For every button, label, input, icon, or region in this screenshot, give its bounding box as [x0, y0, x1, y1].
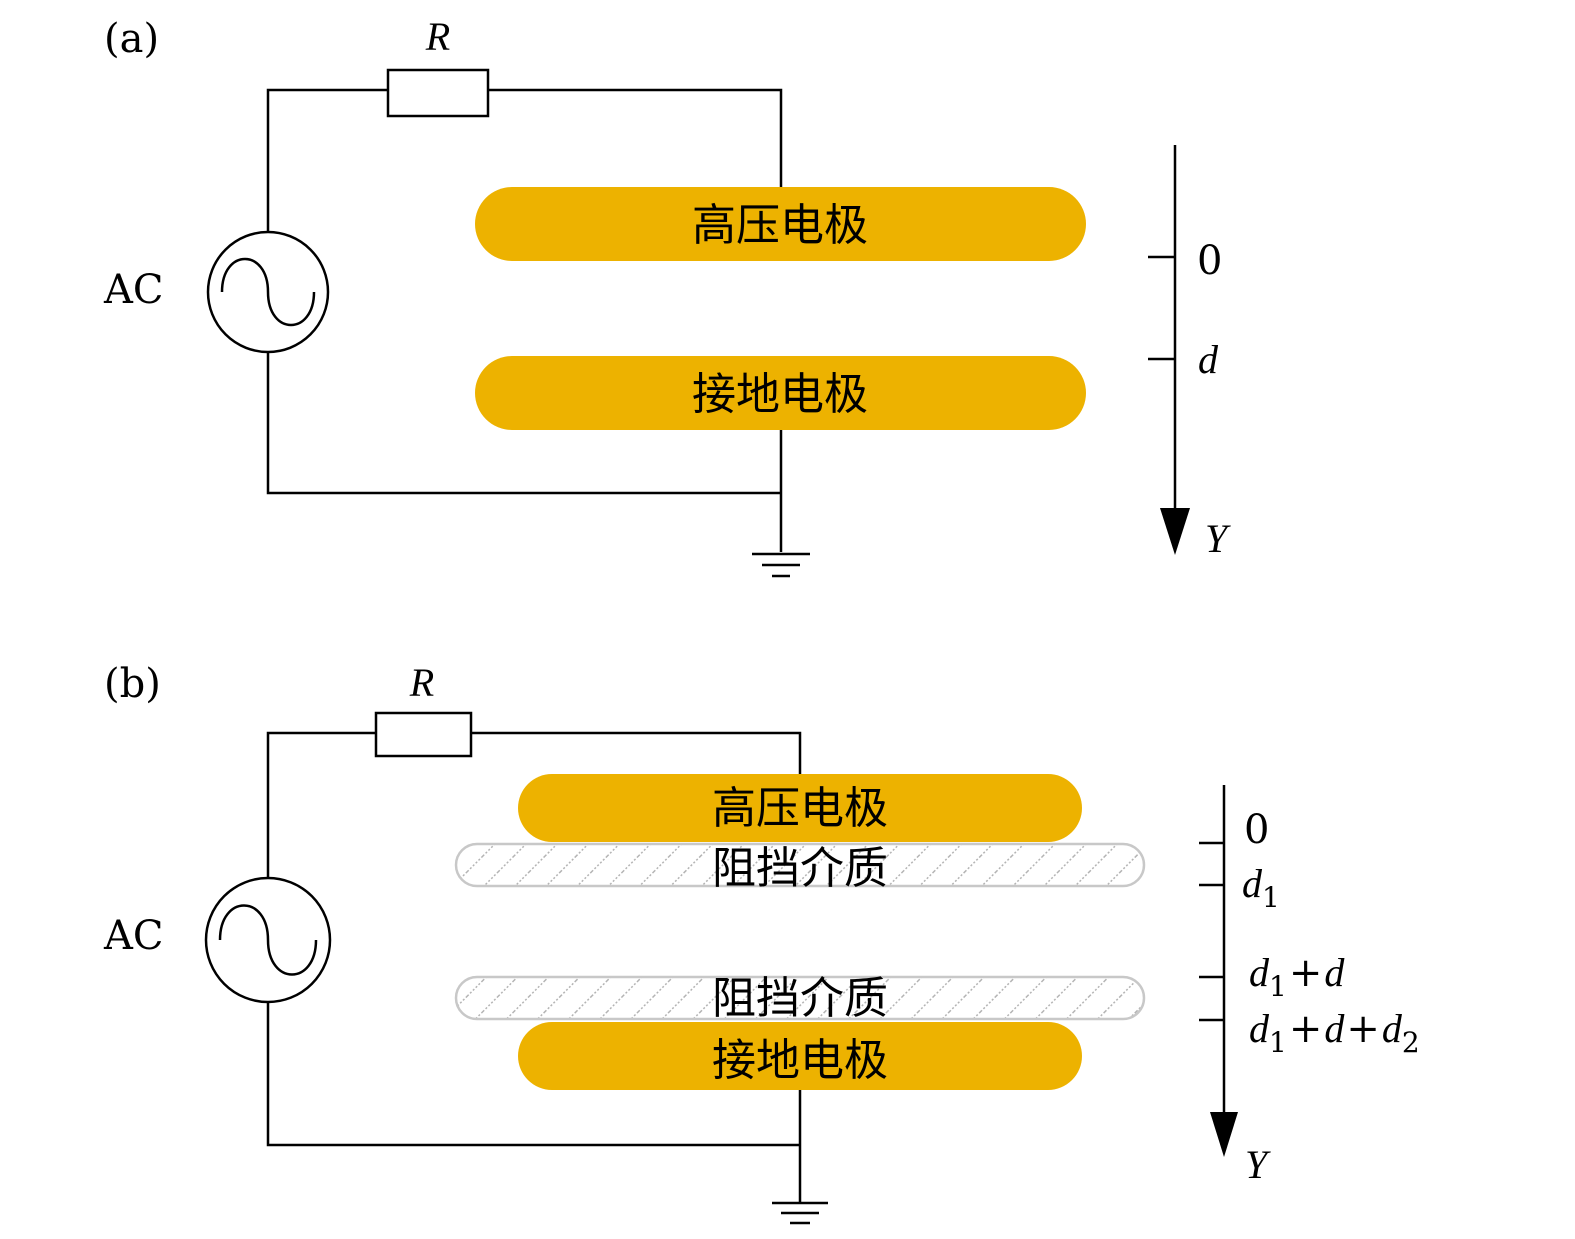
ground-electrode-b: [518, 1022, 1082, 1090]
axis-tick-label-0-b: 0: [1244, 807, 1269, 853]
resistor-icon: [374, 711, 473, 758]
arrow-down-icon: [1210, 1112, 1238, 1157]
panel-a-label: (a): [104, 16, 159, 62]
axis-tick-label-d1-plus-d: d1+d: [1249, 950, 1345, 1003]
ground-icon: [752, 552, 810, 578]
axis-name-a: Y: [1205, 516, 1231, 561]
dielectric-barrier-top: [454, 842, 1146, 888]
panel-a: (a) R AC 高压电极 接地电极: [103, 14, 1231, 578]
circuit-wires-a: [266, 88, 783, 552]
resistor-label-a: R: [425, 14, 450, 59]
dielectric-barrier-label-top: 阻挡介质: [712, 843, 888, 894]
high-voltage-electrode-a: [475, 187, 1086, 261]
ground-electrode-a: [475, 356, 1086, 430]
high-voltage-electrode-b: [518, 774, 1082, 842]
circuit-wires-b: [266, 731, 802, 1203]
panel-b: (b) R AC 高压电极 阻挡介质 阻挡介质 接: [103, 660, 1420, 1225]
axis-tick-label-d1-plus-d-plus-d2: d1+d+d2: [1249, 1006, 1420, 1059]
panel-b-label: (b): [104, 661, 161, 707]
ground-electrode-label-a: 接地电极: [692, 369, 868, 420]
resistor-label-b: R: [409, 660, 434, 705]
source-label-a: AC: [103, 267, 164, 313]
high-voltage-electrode-label-a: 高压电极: [692, 200, 868, 251]
resistor-icon: [386, 68, 490, 118]
arrow-down-icon: [1160, 508, 1190, 555]
ac-source-b: [204, 876, 332, 1004]
high-voltage-electrode-label-b: 高压电极: [712, 783, 888, 834]
y-axis-b: [1199, 785, 1238, 1157]
axis-tick-label-0-a: 0: [1197, 238, 1222, 284]
ac-source-a: [206, 230, 330, 354]
ground-electrode-label-b: 接地电极: [712, 1035, 888, 1086]
ground-icon: [772, 1201, 828, 1225]
sine-wave-icon: [218, 904, 318, 976]
axis-name-b: Y: [1245, 1142, 1271, 1187]
sine-wave-icon: [220, 257, 316, 327]
axis-tick-label-d-a: d: [1198, 337, 1219, 382]
axis-tick-label-d1: d1: [1242, 861, 1280, 914]
source-label-b: AC: [103, 913, 164, 959]
dielectric-barrier-bottom: [454, 975, 1146, 1021]
y-axis-a: [1148, 145, 1190, 555]
dielectric-barrier-label-bottom: 阻挡介质: [712, 973, 888, 1024]
